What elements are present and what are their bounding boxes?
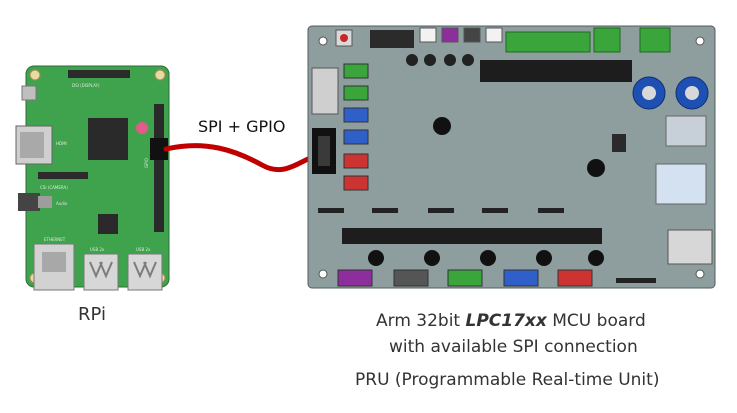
gpio-label: GPIO [144,158,149,168]
mcu-board-caption: Arm 32bit LPC17xx MCU board [376,311,646,331]
raspberry-logo-icon [136,122,148,134]
usb-left-label: USB 2x [90,247,105,252]
mcu-part-number: LPC17xx [466,311,547,331]
lpc17xx-mcu-board [308,26,715,288]
mcu-spi-caption: with available SPI connection [389,337,638,357]
hdmi-label: HDMI [56,141,67,146]
dsi-label: DSI (DISPLAY) [72,83,100,88]
ethernet-label: ETHERNET [44,237,66,242]
mcu-caption-suffix: MCU board [547,311,646,331]
spi-gpio-cable [166,146,318,170]
audio-label: Audio [56,201,68,206]
raspberry-pi-board: DSI (DISPLAY) HDMI CSI (CAMERA) Audio ET… [16,66,169,290]
mcu-caption-prefix: Arm 32bit [376,311,466,331]
csi-label: CSI (CAMERA) [40,185,68,190]
usb-right-label: USB 2x [136,247,151,252]
spi-gpio-caption: SPI + GPIO [198,117,285,136]
pru-caption: PRU (Programmable Real-time Unit) [355,370,659,390]
rpi-caption: RPi [78,304,106,325]
